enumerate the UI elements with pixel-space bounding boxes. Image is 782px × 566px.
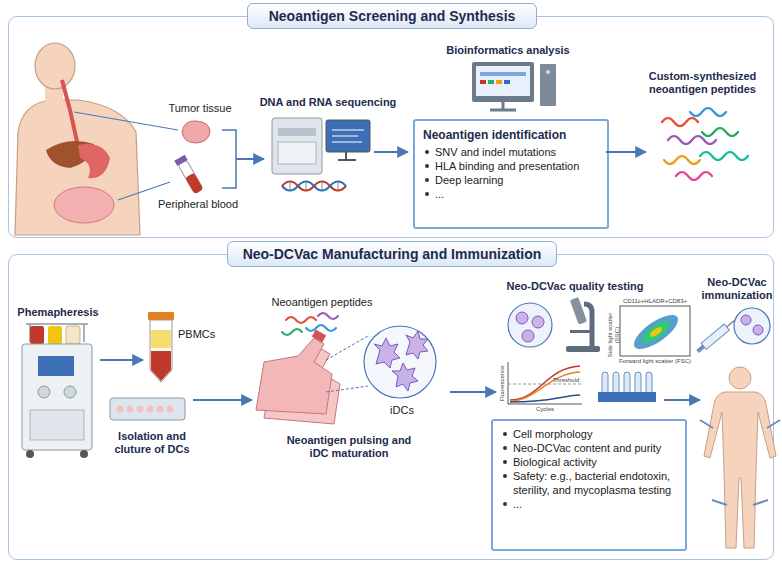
bullet-dot [425,192,429,196]
header-tab: Neo-DCVac Manufacturing and Immunization [227,241,557,267]
axis-label: Fluorescence [499,354,506,414]
axis-label: Forward light scatter (FSC) [615,358,695,365]
step-label: Phemapheresis [10,306,106,319]
bullet-text: ... [513,498,522,510]
step-label: DNA and RNA sequencing [256,96,400,109]
bullet-dot [503,474,507,478]
header-tab: Neoantigen Screening and Synthesis [247,3,537,29]
axis-label: Side light scatter (SSC) [607,305,621,365]
bullet-item: Biological activity [501,455,677,469]
bullet-dot [425,150,429,154]
bullet-text: Deep learning [435,174,504,186]
section-panel: Neoantigen Screening and SynthesisNeoant… [8,16,774,238]
bullet-text: Biological activity [513,456,597,468]
bullet-item: ... [423,187,599,201]
section-title: Neoantigen Screening and Synthesis [269,8,516,24]
bullet-dot [503,502,507,506]
axis-label: CD11c+HLADR+CD83+ [615,298,695,305]
step-label: Isolation and cluture of DCs [104,430,200,456]
step-label: Neo-DCVac quality testing [500,280,650,293]
bullet-dot [503,460,507,464]
bullet-item: HLA binding and presentation [423,159,599,173]
bullet-text: Neo-DCVac content and purity [513,442,661,454]
step-label: Neoantigen peptides [262,296,382,309]
axis-label: Threshold [548,377,584,384]
list-box: Cell morphologyNeo-DCVac content and pur… [491,419,687,551]
section-title: Neo-DCVac Manufacturing and Immunization [243,246,542,262]
bullet-text: SNV and indel mutations [435,146,556,158]
step-label: Neoantigen pulsing and iDC maturation [284,434,414,460]
bullet-dot [425,178,429,182]
bullet-text: Cell morphology [513,428,592,440]
step-label: iDCs [382,404,422,417]
step-label: Tumor tissue [158,102,242,115]
bullet-item: SNV and indel mutations [423,145,599,159]
bullet-text: ... [435,188,444,200]
axis-label: Cycles [515,406,575,413]
bullet-text: Safety: e.g., bacterial endotoxin, steri… [513,470,671,496]
bullet-dot [503,446,507,450]
step-label: Bioinformatics analysis [438,44,578,57]
box-heading: Neoantigen identification [423,127,599,143]
step-label: Neo-DCVac immunization [694,276,780,302]
bullet-item: Safety: e.g., bacterial endotoxin, steri… [501,469,677,497]
step-label: Custom-synthesized neoantigen peptides [635,70,770,96]
step-label: PBMCs [178,328,228,341]
bullet-text: HLA binding and presentation [435,160,579,172]
list-box: Neoantigen identificationSNV and indel m… [413,119,609,229]
bullet-dot [503,432,507,436]
bullet-item: Cell morphology [501,427,677,441]
bullet-dot [425,164,429,168]
bullet-item: Deep learning [423,173,599,187]
bullet-item: Neo-DCVac content and purity [501,441,677,455]
bullet-item: ... [501,497,677,511]
step-label: Peripheral blood [150,198,246,211]
